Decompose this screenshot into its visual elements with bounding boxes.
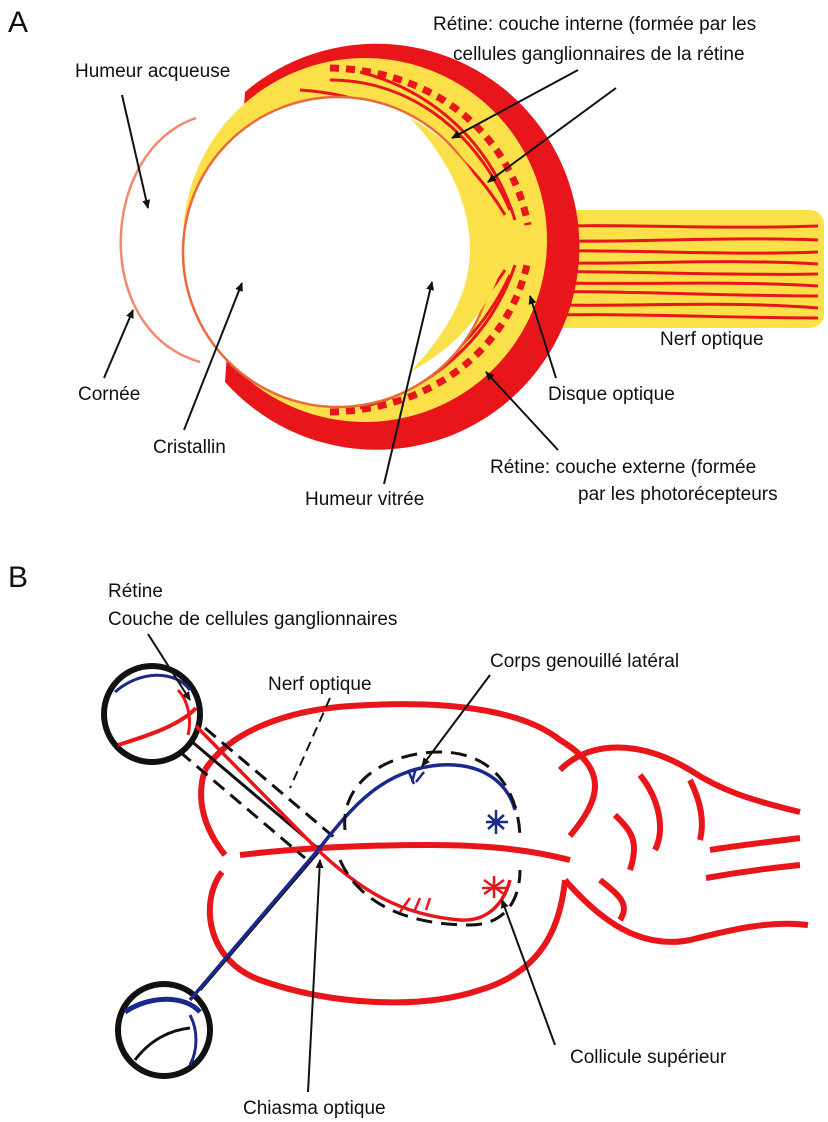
label-retine-interne-2: cellules ganglionnaires de la rétine (453, 44, 745, 65)
label-chiasma: Chiasma optique (243, 1098, 386, 1119)
label-cristallin: Cristallin (153, 437, 226, 458)
label-cornee: Cornée (78, 384, 140, 405)
superior-colliculus-blue (486, 810, 508, 834)
label-retine-interne-1: Rétine: couche interne (formée par les (433, 14, 756, 35)
label-humeur-acqueuse: Humeur acqueuse (75, 61, 230, 82)
arrow-collicule (502, 900, 555, 1045)
label-disque-optique: Disque optique (548, 384, 675, 405)
brain-hemisphere-lower (210, 872, 565, 1002)
label-retine-externe-1: Rétine: couche externe (formée (490, 457, 756, 478)
label-corps-genouille: Corps genouillé latéral (490, 651, 679, 672)
eyeball (121, 44, 580, 450)
brain-hemisphere-upper (205, 704, 595, 836)
label-couche-ganglionnaires: Couche de cellules ganglionnaires (108, 609, 397, 630)
panel-a: A (8, 6, 824, 510)
label-collicule: Collicule supérieur (570, 1047, 727, 1068)
eye-lower (118, 984, 210, 1076)
label-nerf-optique-a: Nerf optique (660, 329, 764, 350)
label-retine-externe-2: par les photorécepteurs (578, 484, 778, 505)
panel-b: B (8, 561, 808, 1119)
label-humeur-vitree: Humeur vitrée (305, 489, 424, 510)
label-nerf-optique-b: Nerf optique (268, 674, 372, 695)
arrow-chiasma (308, 860, 320, 1092)
panel-b-letter: B (8, 561, 28, 594)
eye-upper (104, 666, 200, 762)
arrow-cornee (104, 310, 133, 378)
arrow-humeur-acqueuse (122, 95, 148, 208)
superior-colliculus-red (400, 876, 506, 912)
label-retine: Rétine (108, 581, 163, 602)
panel-a-letter: A (8, 6, 28, 39)
brain-outline (201, 704, 808, 1002)
lens (183, 97, 493, 407)
